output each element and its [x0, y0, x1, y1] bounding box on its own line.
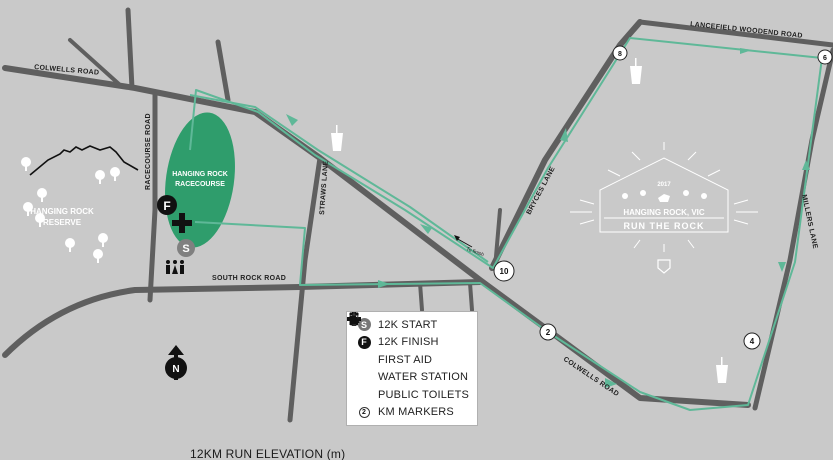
racecourse-label-line2: RACECOURSE — [175, 181, 225, 188]
elevation-title: 12KM RUN ELEVATION (m) — [190, 447, 346, 460]
map-legend: S 12K START F 12K FINISH FIRST AID WATER… — [346, 311, 478, 426]
start-marker-letter: S — [182, 243, 189, 255]
reserve-label-line2: RESERVE — [43, 218, 82, 227]
finish-icon: F — [357, 335, 371, 349]
legend-row-toilets: PUBLIC TOILETS — [349, 312, 477, 404]
start-icon-glyph: S — [357, 318, 371, 332]
legend-label: 12K FINISH — [378, 336, 439, 349]
legend-row-km: 2 KM MARKERS — [357, 404, 477, 422]
reserve-trees — [21, 157, 120, 263]
colwells-road-west — [2, 65, 751, 408]
km-marker: 8 — [612, 45, 628, 61]
route-arrows — [286, 48, 810, 388]
logo-icons — [622, 190, 707, 202]
km-marker-label: 2 — [546, 328, 551, 337]
kangaroo-icon — [658, 194, 670, 202]
km-marker-label: 8 — [618, 51, 622, 58]
water-station-icon — [716, 357, 728, 383]
north-arrow-letter: N — [172, 364, 179, 375]
km-marker-label: 10 — [500, 267, 509, 276]
reserve-label-line1: HANGING ROCK — [30, 207, 94, 216]
logo-name: RUN THE ROCK — [624, 221, 705, 231]
northern-spur-2 — [68, 38, 122, 87]
start-marker: S — [177, 239, 195, 257]
roads — [2, 7, 833, 423]
racecourse-label-line1: HANGING ROCK — [172, 171, 228, 178]
run-route — [189, 37, 823, 411]
legend-label: 12K START — [378, 318, 438, 331]
bryces-lane — [489, 19, 643, 271]
northern-spur-1 — [125, 7, 135, 91]
legend-row-first-aid: FIRST AID — [347, 312, 477, 369]
km-marker-label: 4 — [750, 337, 755, 346]
road-label-racecourse: RACECOURSE ROAD — [145, 113, 152, 190]
finish-marker: F — [157, 195, 177, 215]
tree-icon — [37, 188, 47, 202]
legend-label: WATER STATION — [378, 371, 469, 384]
km-marker-icon: 2 — [357, 405, 371, 419]
tree-icon — [23, 202, 33, 216]
water-station-icon — [630, 58, 642, 84]
tree-icon — [95, 170, 105, 184]
north-arrow-icon: N — [165, 345, 187, 380]
public-toilets-icon — [166, 260, 184, 274]
legend-row-start: S 12K START — [357, 316, 477, 334]
km-marker: 4 — [743, 332, 761, 350]
tree-icon — [98, 233, 108, 247]
start-icon: S — [357, 318, 371, 332]
north-spur-bryces — [493, 208, 502, 270]
finish-marker-letter: F — [163, 199, 170, 213]
first-aid-icon — [347, 312, 371, 367]
northern-spur-3 — [215, 39, 231, 103]
run-the-rock-logo — [570, 142, 758, 252]
legend-label: FIRST AID — [378, 353, 433, 366]
finish-icon-glyph: F — [357, 335, 371, 349]
racecourse-road — [147, 92, 158, 303]
public-toilets-icon — [349, 312, 371, 402]
legend-label: PUBLIC TOILETS — [378, 388, 470, 401]
tree-icon — [93, 249, 103, 263]
to-finish-sign: To finish — [454, 235, 485, 258]
logo-place: HANGING ROCK, VIC — [623, 208, 705, 217]
hanging-rock-silhouette — [29, 145, 139, 176]
legend-label: KM MARKERS — [378, 406, 454, 419]
legend-row-water: WATER STATION — [349, 312, 477, 387]
km-marker: 2 — [539, 323, 557, 341]
tree-icon — [21, 157, 31, 171]
logo-shield-icon — [657, 259, 671, 274]
tree-icon — [110, 167, 120, 181]
south-rock-road — [2, 279, 483, 358]
road-label-south-rock: SOUTH ROCK ROAD — [212, 275, 286, 282]
tree-icon — [65, 238, 75, 252]
km-marker-label: 6 — [823, 55, 827, 62]
straws-lane — [287, 155, 323, 423]
legend-row-finish: F 12K FINISH — [357, 334, 477, 352]
water-station-icon — [349, 312, 371, 384]
water-station-icon — [331, 125, 343, 151]
road-label-straws: STRAWS LANE — [319, 161, 330, 216]
logo-year: 2017 — [657, 182, 671, 188]
millers-lane — [752, 47, 833, 411]
km-marker: 10 — [493, 260, 515, 282]
tree-icon — [35, 213, 45, 227]
to-finish-label: To finish — [465, 246, 484, 258]
south-spur-2 — [468, 281, 474, 312]
first-aid-icon — [172, 213, 192, 233]
km-marker-icon-glyph: 2 — [358, 406, 370, 418]
lancefield-woodend-road — [637, 19, 833, 48]
km-marker: 6 — [817, 49, 833, 65]
south-spur-1 — [418, 281, 424, 312]
